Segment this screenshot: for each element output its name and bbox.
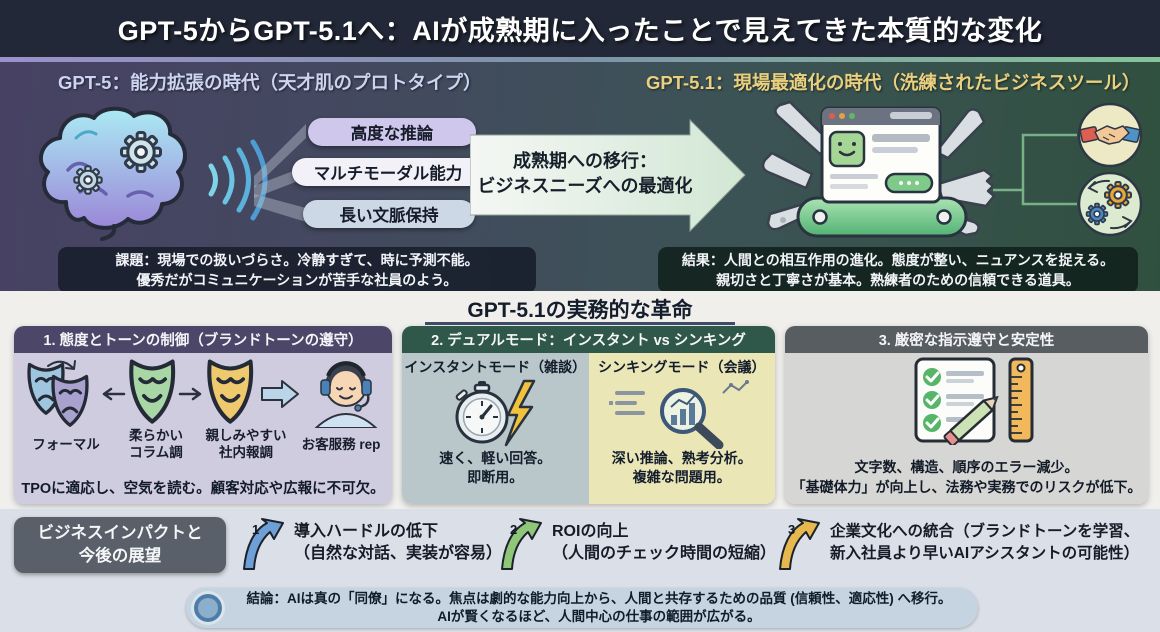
conclusion-text: 結論：AIは真の「同僚」になる。焦点は劇的な能力向上から、人間と共存するための品… [246, 591, 952, 624]
dual-mode-title: 2. デュアルモード：インスタント vs シンキング [402, 326, 775, 353]
section-heading: GPT-5.1の実務的な革命 [467, 299, 693, 322]
lightning-icon [505, 379, 536, 447]
page-title: GPT-5からGPT-5.1へ：AIが成熟期に入ったことで見えてきた本質的な変化 [117, 16, 1043, 46]
impact-number-1: 1 [252, 522, 259, 537]
sound-waves-icon [208, 139, 268, 221]
title-bar: GPT-5からGPT-5.1へ：AIが成熟期に入ったことで見えてきた本質的な変化 [0, 0, 1160, 57]
gpt51-result-line1: 結果：人間との相互作用の進化。態度が整い、ニュアンスを捉える。 [681, 252, 1115, 268]
beam-fan-decoration [254, 124, 306, 222]
tone-card-title: 1. 態度とトーンの制御（ブランドトーンの遵守） [14, 326, 392, 353]
impact-item-roi: ROIの向上 （人間のチェック時間の短縮） [552, 523, 777, 562]
checklist-ruler-icon [914, 357, 1033, 447]
mask-label-friendly-internal: 親しみやすい 社内報調 [205, 428, 287, 460]
brain-gears-icon [38, 106, 187, 241]
impact-number-2: 2 [510, 522, 517, 537]
mask-label-customer-rep: お客服務 rep [301, 436, 381, 452]
impact-item-culture: 企業文化への統合（ブランドトーンを学習、 新入社員より早いAIアシスタントの可能… [830, 523, 1140, 562]
gpt51-era-heading: GPT-5.1：現場最適化の時代（洗練されたビジネスツール） [646, 72, 1141, 93]
thinking-mode-title: シンキングモード（会議） [597, 359, 766, 375]
stopwatch-icon [455, 379, 536, 447]
thinking-mode-panel: シンキングモード（会議） [588, 353, 775, 504]
transition-line2: ビジネスニーズへの最適化 [477, 176, 693, 196]
capability-label: マルチモーダル能力 [313, 165, 463, 183]
capability-pill-multimodal: マルチモーダル能力 [292, 158, 484, 186]
mask-label-formal: フォーマル [32, 436, 100, 452]
thinking-mode-caption: 深い推論、熟考分析。 複雑な問題用。 [611, 450, 752, 485]
growth-arrow-icon-1: 1 [243, 518, 284, 570]
hero-comparison-section: GPT-5：能力拡張の時代（天才肌のプロトタイプ） GPT-5.1：現場最適化の… [0, 62, 1160, 293]
browser-window-icon [820, 106, 942, 204]
theater-masks-icon [18, 354, 378, 428]
conclusion-bar: 結論：AIは真の「同僚」になる。焦点は劇的な能力向上から、人間と共存するための品… [186, 588, 978, 628]
transition-line1: 成熟期への移行： [513, 151, 657, 171]
tone-card-caption: TPOに適応し、空気を読む。顧客対応や広報に不可欠。 [21, 481, 385, 497]
gpt5-era-heading: GPT-5：能力拡張の時代（天才肌のプロトタイプ） [58, 72, 482, 93]
handshake-icon [1079, 125, 1141, 145]
capability-label: 長い文脈保持 [339, 207, 439, 225]
support-agent-icon [314, 361, 378, 428]
swiss-army-knife-icon [761, 100, 996, 238]
mask-label-soft-column: 柔らかい コラム調 [129, 428, 183, 460]
compliance-card: 3. 厳密な指示遵守と安定性 [785, 326, 1148, 504]
gears-sync-icon [1085, 179, 1133, 230]
gpt5-issue-note: 課題：現場での扱いづらさ。冷静すぎて、時に予測不能。 優秀だがコミュニケーション… [58, 247, 536, 293]
instant-mode-title: インスタントモード（雑談） [404, 359, 587, 375]
impact-label-line2: 今後の展望 [78, 547, 162, 565]
impact-label-line1: ビジネスインパクトと [37, 524, 203, 542]
tone-control-card: 1. 態度とトーンの制御（ブランドトーンの遵守） [14, 326, 392, 504]
capability-label: 高度な推論 [350, 125, 434, 143]
business-impact-section: ビジネスインパクトと 今後の展望 1 導入ハードルの低下 （自然な対話、実装が容… [0, 509, 1160, 632]
growth-arrow-icon-2: 2 [501, 518, 542, 570]
impact-label-box: ビジネスインパクトと 今後の展望 [14, 517, 226, 573]
section-heading-underline [425, 322, 735, 325]
compliance-caption: 文字数、構造、順序のエラー減少。 「基礎体力」が向上し、法務や実務でのリスクが低… [791, 459, 1142, 495]
instant-mode-caption: 速く、軽い回答。 即断用。 [439, 450, 552, 485]
conclusion-ring-icon [191, 591, 225, 625]
capability-pill-context: 長い文脈保持 [303, 200, 475, 228]
outcome-connector-group [993, 102, 1143, 237]
gpt5-issue-line2: 優秀だがコミュニケーションが苦手な社員のよう。 [136, 272, 458, 288]
accent-gradient-divider [0, 57, 1160, 62]
impact-number-3: 3 [788, 522, 795, 537]
ruler-icon [1008, 357, 1033, 443]
transition-arrow-icon [470, 118, 746, 233]
impact-item-adoption: 導入ハードルの低下 （自然な対話、実装が容易） [294, 523, 503, 562]
practical-revolution-section: GPT-5.1の実務的な革命 1. 態度とトーンの制御（ブランドトーンの遵守） [0, 291, 1160, 509]
dual-mode-card: 2. デュアルモード：インスタント vs シンキング インスタントモード（雑談） [402, 326, 775, 504]
mask-labels-row: フォーマル 柔らかい コラム調 親しみやすい 社内報調 お客服務 rep [18, 427, 388, 461]
gpt5-issue-line1: 課題：現場での扱いづらさ。冷静すぎて、時に予測不能。 [115, 252, 479, 268]
instant-mode-panel: インスタントモード（雑談） 速く、軽い回答。 即断用 [402, 353, 589, 504]
gpt51-result-line2: 親切さと丁寧さが基本。熟練者のための信頼できる道具。 [716, 272, 1080, 288]
transition-arrow-text: 成熟期への移行： ビジネスニーズへの最適化 [468, 149, 702, 199]
capability-pill-reasoning: 高度な推論 [308, 118, 476, 146]
growth-arrow-icon-3: 3 [779, 518, 820, 570]
compliance-title: 3. 厳密な指示遵守と安定性 [785, 326, 1148, 353]
gpt51-result-note: 結果：人間との相互作用の進化。態度が整い、ニュアンスを捉える。 親切さと丁寧さが… [658, 247, 1138, 293]
analysis-magnifier-icon [608, 380, 749, 449]
pencil-icon [943, 395, 999, 447]
